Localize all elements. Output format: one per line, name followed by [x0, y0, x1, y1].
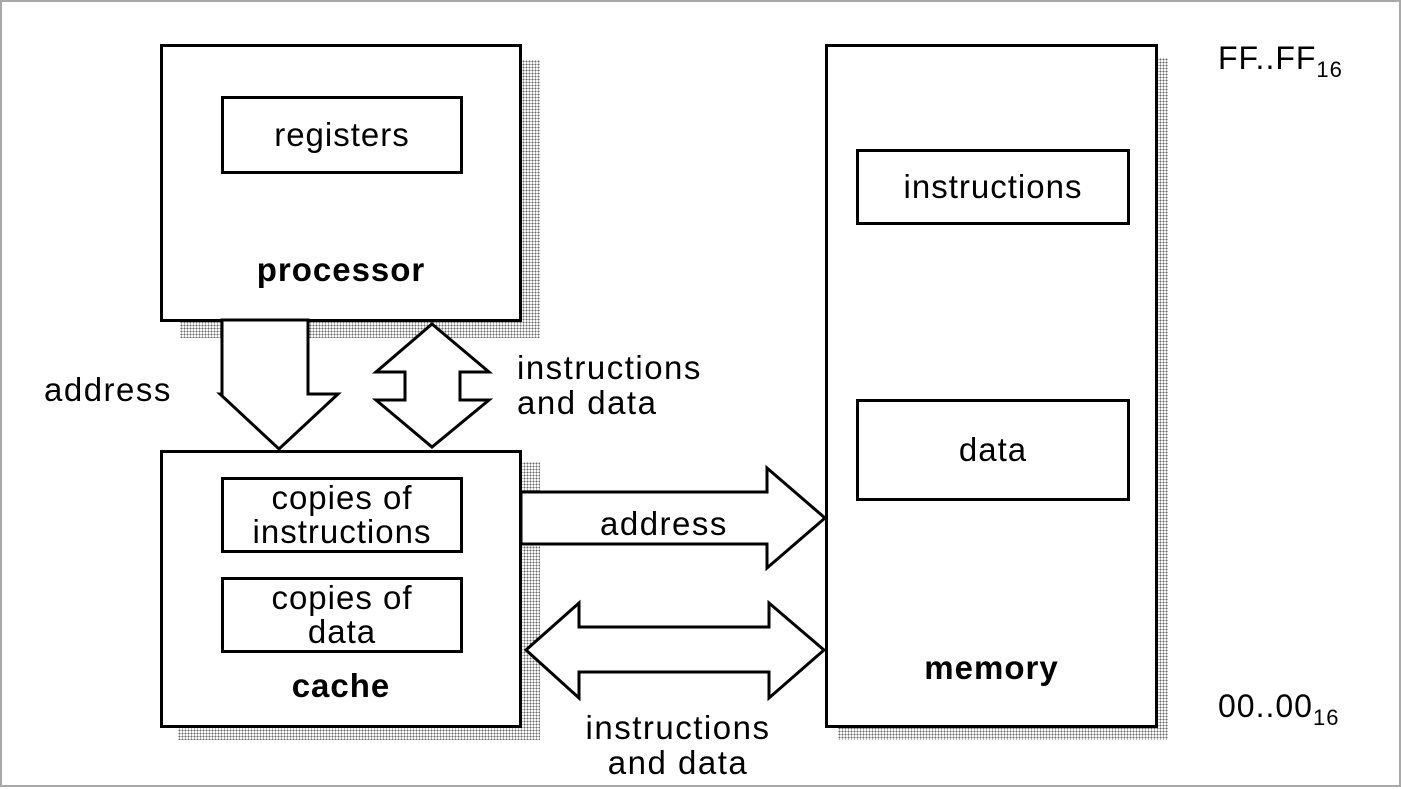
- copies-of-data-line1: copies of: [271, 579, 413, 616]
- memory-data-label: data: [958, 431, 1028, 468]
- processor-cache-transfer-label: instructions and data: [517, 350, 702, 420]
- processor-cache-address-label: address: [44, 371, 172, 408]
- memory-box: instructions data memory: [825, 44, 1158, 728]
- cache-memory-transfer-arrow: [523, 599, 827, 702]
- copies-of-instructions-line2: instructions: [252, 513, 432, 550]
- memory-bottom-address: 00..0016: [1218, 688, 1339, 731]
- processor-to-cache-address-arrow: [216, 318, 342, 452]
- processor-title: processor: [256, 251, 426, 288]
- cache-to-memory-address-arrow: [519, 464, 828, 572]
- processor-cache-transfer-arrow: [371, 322, 494, 449]
- copies-of-instructions-line1: copies of: [271, 479, 413, 516]
- copies-of-data-line2: data: [307, 613, 377, 650]
- memory-instructions-label: instructions: [903, 168, 1083, 205]
- memory-title: memory: [924, 649, 1059, 686]
- memory-bottom-address-base: 16: [1312, 705, 1340, 730]
- cache-memory-address-label: address: [600, 505, 728, 542]
- cache-memory-transfer-label: instructions and data: [558, 710, 798, 780]
- registers-label: registers: [274, 116, 410, 153]
- cache-box: copies of instructions copies of data ca…: [160, 450, 522, 728]
- cache-memory-transfer-line2: and data: [607, 744, 749, 781]
- cache-title: cache: [291, 667, 391, 704]
- processor-box: registers processor: [160, 44, 522, 322]
- copies-of-instructions-box: copies of instructions: [221, 477, 463, 553]
- processor-cache-transfer-line2: and data: [517, 384, 658, 421]
- memory-top-address-base: 16: [1316, 57, 1343, 82]
- memory-instructions-box: instructions: [856, 149, 1130, 225]
- processor-cache-transfer-line1: instructions: [517, 349, 702, 386]
- memory-data-box: data: [856, 399, 1130, 501]
- memory-bottom-address-value: 00..00: [1218, 688, 1313, 724]
- registers-box: registers: [221, 96, 463, 174]
- cache-memory-transfer-line1: instructions: [585, 709, 771, 746]
- memory-top-address: FF..FF16: [1218, 40, 1343, 83]
- copies-of-data-box: copies of data: [221, 577, 463, 653]
- memory-top-address-value: FF..FF: [1218, 40, 1317, 76]
